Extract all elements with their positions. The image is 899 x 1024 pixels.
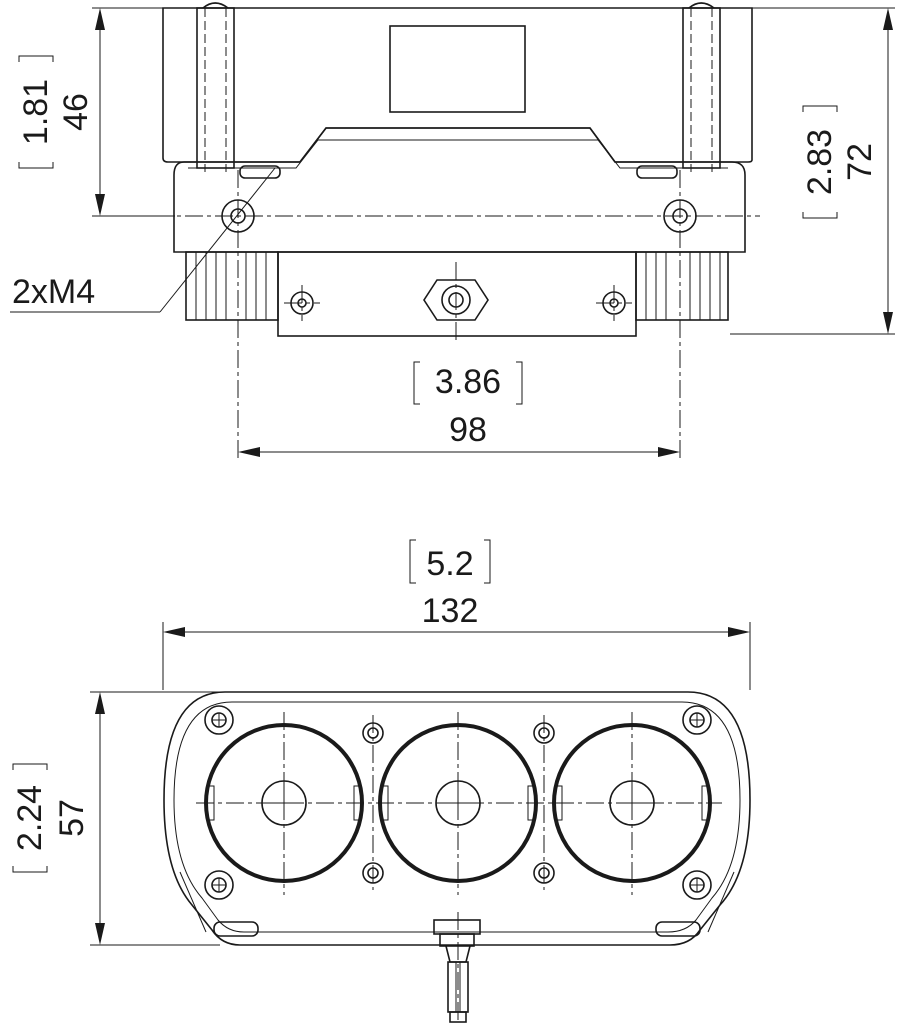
dim-total-height: 2.83 72 <box>801 105 879 219</box>
top-housing <box>162 7 753 163</box>
cable-gland-front <box>433 919 481 1023</box>
dim-front-height: 2.24 57 <box>11 763 91 873</box>
front-housing-outer <box>163 691 751 946</box>
dim-front-height-in: 2.24 <box>11 785 49 851</box>
mounting-bracket <box>173 127 746 253</box>
dim-width-in: 5.2 <box>426 545 473 583</box>
dim-total-height-mm: 72 <box>841 143 879 181</box>
dim-total-height-in: 2.83 <box>801 129 839 195</box>
dim-width: 5.2 132 <box>409 539 491 630</box>
dim-front-height-mm: 57 <box>53 799 91 837</box>
dim-width-mm: 132 <box>422 592 479 630</box>
heatsink-fins-right <box>635 251 729 321</box>
label-2xm4: 2xM4 <box>12 273 95 311</box>
dim-hole-spacing-in: 3.86 <box>435 363 501 401</box>
bottom-plate <box>277 251 637 337</box>
label-plate <box>389 25 526 113</box>
dim-height-to-hole: 1.81 46 <box>17 55 95 169</box>
dim-hole-spacing-mm: 98 <box>449 411 487 449</box>
dim-hole-spacing: 3.86 98 <box>413 361 523 449</box>
corner-screw-bl <box>204 870 234 900</box>
corner-screw-tl <box>204 705 234 735</box>
front-view <box>90 622 751 1023</box>
rod-right <box>682 7 721 169</box>
corner-screw-br <box>682 870 712 900</box>
corner-screw-tr <box>682 705 712 735</box>
top-view <box>10 2 895 460</box>
dim-height-to-hole-mm: 46 <box>57 93 95 131</box>
dim-height-to-hole-in: 1.81 <box>17 79 55 145</box>
rod-left <box>196 7 235 169</box>
front-housing-inner <box>173 701 741 933</box>
